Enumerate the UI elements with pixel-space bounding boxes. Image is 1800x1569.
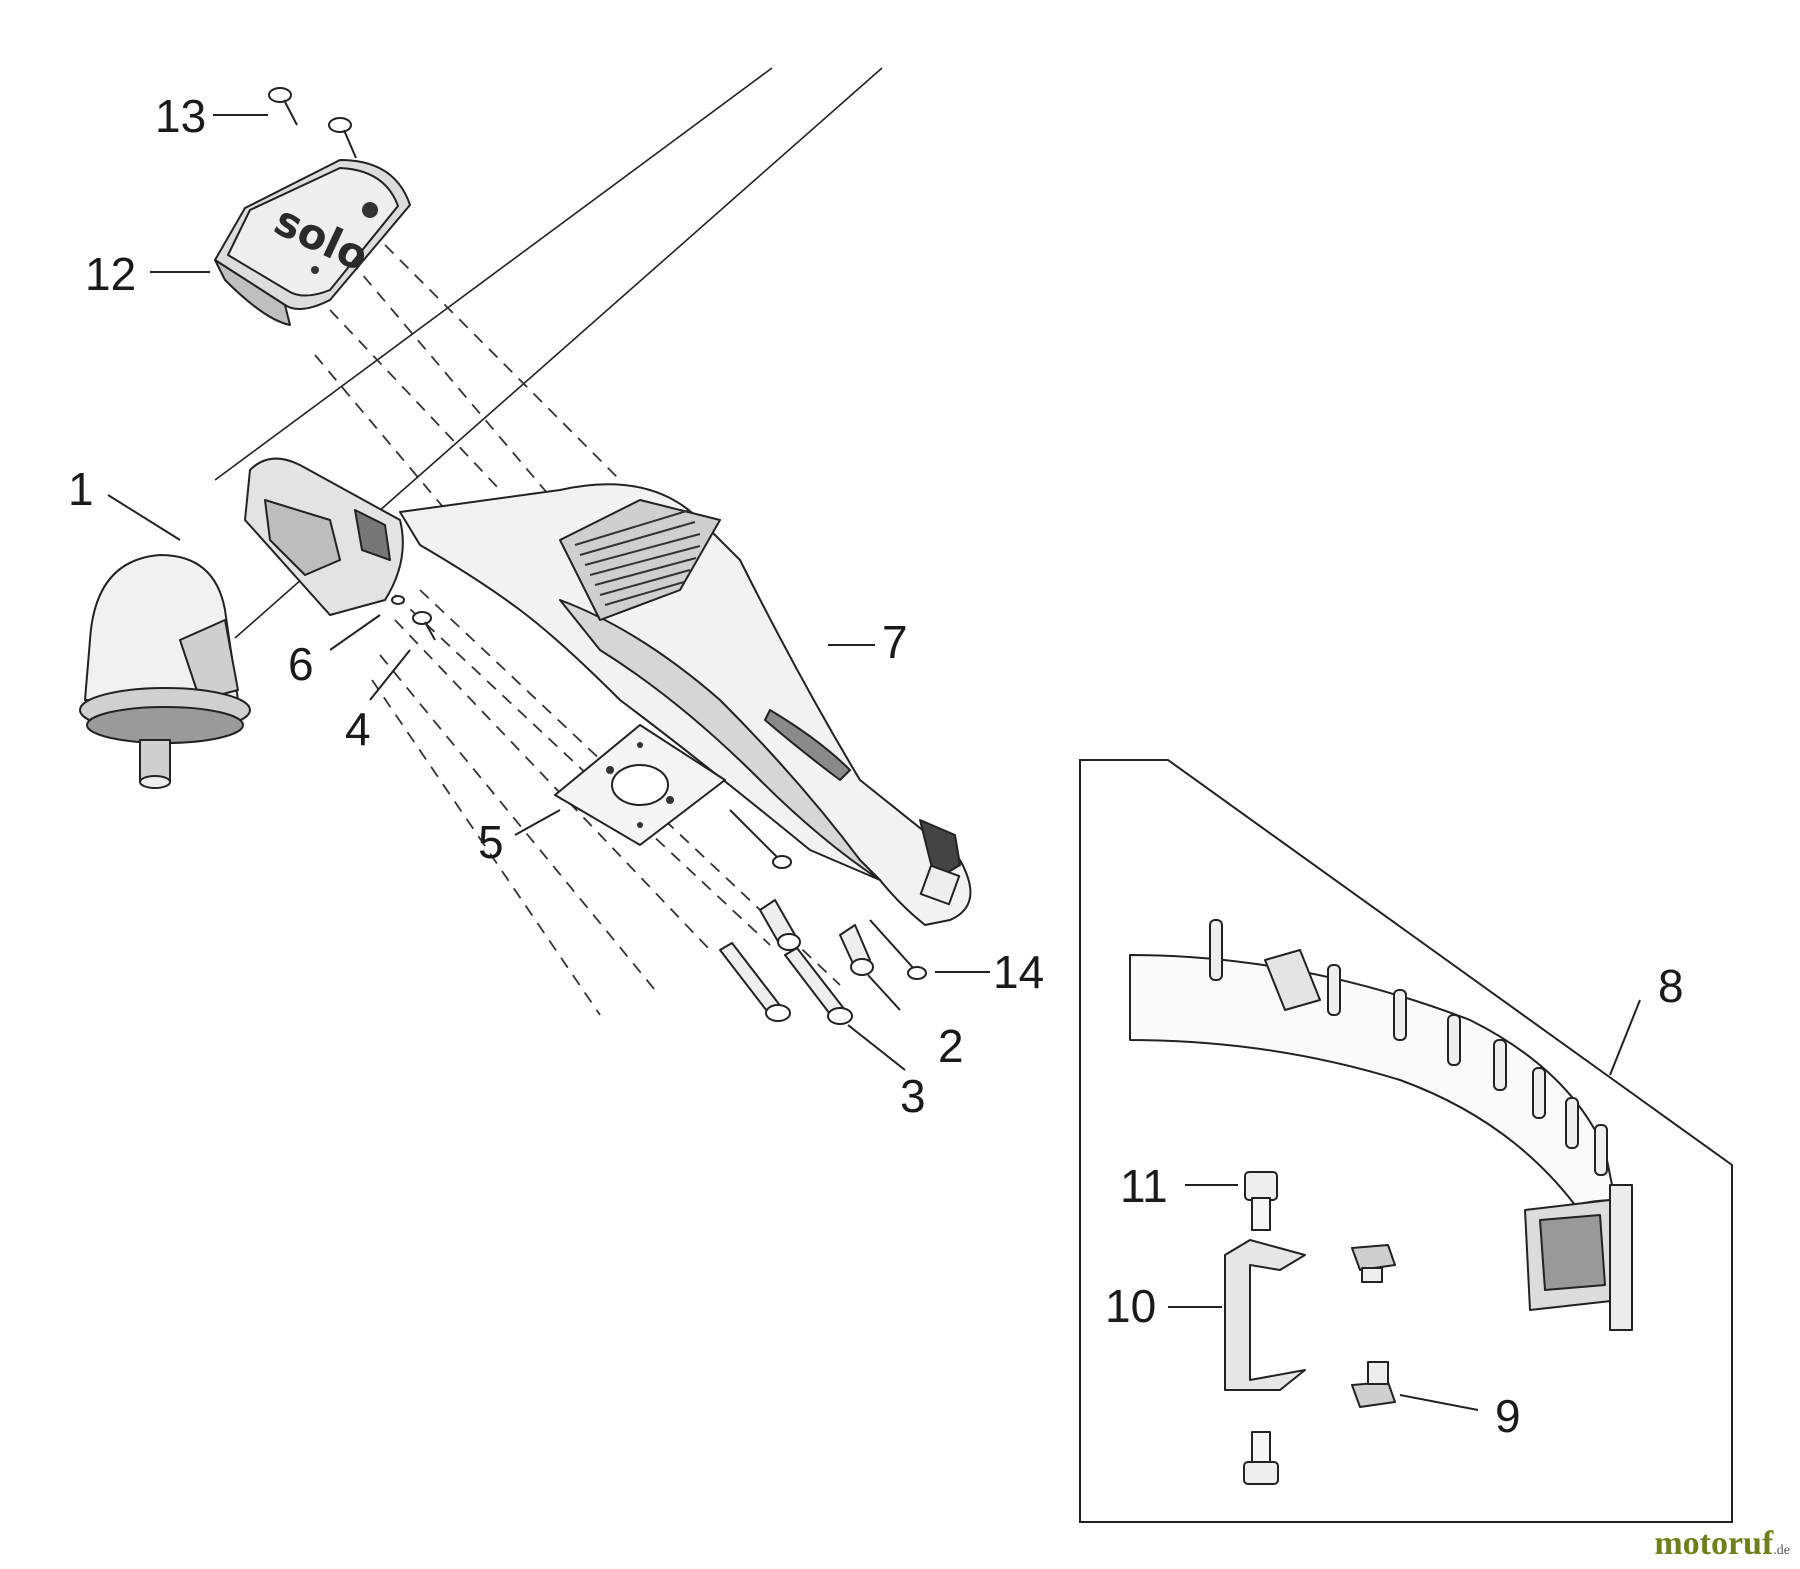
clip-9-b xyxy=(1351,1361,1396,1408)
bolt-14-a xyxy=(729,809,792,869)
line-cutter-8 xyxy=(1129,919,1633,1331)
callout-3: 3 xyxy=(900,1070,926,1122)
callout-4: 4 xyxy=(345,703,371,755)
callout-10: 10 xyxy=(1105,1280,1156,1332)
bracket-10 xyxy=(1224,1239,1306,1391)
callout-14: 14 xyxy=(993,946,1044,998)
callout-7: 7 xyxy=(882,616,908,668)
callout-1: 1 xyxy=(68,463,94,515)
bolt-14-b xyxy=(869,919,927,980)
callout-9: 9 xyxy=(1495,1390,1521,1442)
bolt-3-b xyxy=(784,947,853,1025)
watermark-name: motoruf xyxy=(1654,1525,1774,1562)
callout-13: 13 xyxy=(155,90,206,142)
bolt-2-b xyxy=(839,924,874,976)
shaft-cover-12: solo xyxy=(214,159,411,326)
screw-13 xyxy=(268,87,357,159)
leader-lines xyxy=(107,114,1641,1411)
clip-9-a xyxy=(1351,1244,1396,1283)
washer-6 xyxy=(391,595,405,605)
callout-8: 8 xyxy=(1658,960,1684,1012)
screw-4 xyxy=(412,611,436,641)
assembly-dashed-lines xyxy=(314,244,841,1016)
callout-2: 2 xyxy=(938,1020,964,1072)
detail-inset-frame xyxy=(1079,759,1733,1523)
bolt-2-a xyxy=(759,899,801,951)
guard-7 xyxy=(399,483,972,926)
bolt-lower xyxy=(1243,1431,1279,1485)
mounting-plate-5 xyxy=(554,724,726,846)
callout-12: 12 xyxy=(85,248,136,300)
bolt-11 xyxy=(1244,1171,1278,1231)
callout-6: 6 xyxy=(288,638,314,690)
bolt-3-a xyxy=(719,942,791,1022)
callout-numbers: 13 12 1 6 4 5 7 14 2 3 8 11 10 9 xyxy=(68,90,1684,1442)
gear-head-1 xyxy=(79,457,404,789)
callout-11: 11 xyxy=(1120,1160,1168,1212)
watermark-suffix: .de xyxy=(1773,1543,1790,1558)
callout-5: 5 xyxy=(478,816,504,868)
watermark-logo: motoruf.de xyxy=(1654,1525,1790,1563)
